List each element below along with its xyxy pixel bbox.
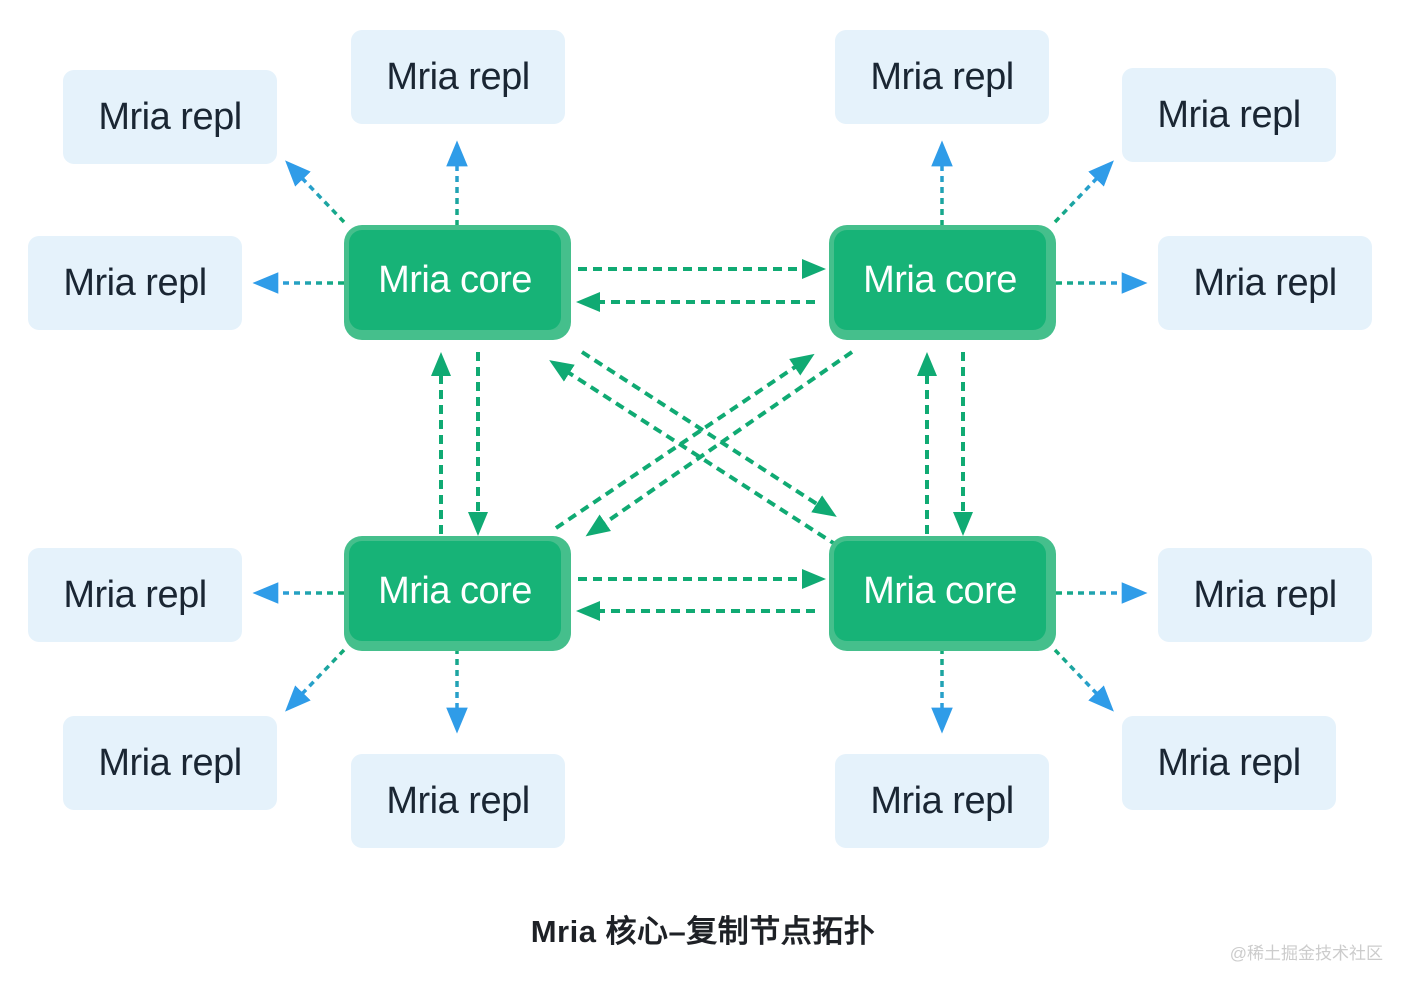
node-label: Mria core — [378, 569, 532, 612]
node-core-bottom-right: Mria core — [829, 536, 1056, 651]
node-label: Mria repl — [63, 261, 207, 304]
watermark-text: @稀土掘金技术社区 — [1229, 944, 1383, 963]
node-label: Mria core — [863, 569, 1017, 612]
node-repl-right-lower: Mria repl — [1158, 548, 1372, 642]
edge-core-repl — [1053, 648, 1114, 712]
edge-core-core — [554, 353, 815, 530]
node-repl-left-lower: Mria repl — [28, 548, 242, 642]
node-label: Mria repl — [1193, 261, 1337, 304]
node-label: Mria repl — [1157, 93, 1301, 136]
node-repl-left-upper: Mria repl — [28, 236, 242, 330]
node-label: Mria repl — [1193, 573, 1337, 616]
node-label: Mria repl — [98, 95, 242, 138]
node-repl-top-inner-right: Mria repl — [835, 30, 1049, 124]
node-label: Mria repl — [870, 55, 1014, 98]
node-label: Mria core — [863, 258, 1017, 301]
edge-core-core — [585, 350, 854, 537]
edge-core-repl — [285, 648, 346, 712]
edge-core-repl — [1053, 160, 1114, 224]
node-label: Mria repl — [63, 573, 207, 616]
diagram-caption: Mria 核心–复制节点拓扑 — [530, 914, 876, 949]
node-repl-bottom-inner-left: Mria repl — [351, 754, 565, 848]
edge-core-core — [549, 360, 840, 548]
node-label: Mria repl — [386, 55, 530, 98]
node-core-top-left: Mria core — [344, 225, 571, 340]
node-label: Mria core — [378, 258, 532, 301]
node-repl-corner-bottom-right: Mria repl — [1122, 716, 1336, 810]
node-repl-corner-top-left: Mria repl — [63, 70, 277, 164]
edge-core-core — [580, 350, 837, 517]
node-label: Mria repl — [386, 779, 530, 822]
node-core-bottom-left: Mria core — [344, 536, 571, 651]
node-core-top-right: Mria core — [829, 225, 1056, 340]
node-repl-top-inner-left: Mria repl — [351, 30, 565, 124]
node-repl-bottom-inner-right: Mria repl — [835, 754, 1049, 848]
node-label: Mria repl — [98, 741, 242, 784]
node-label: Mria repl — [1157, 741, 1301, 784]
node-repl-corner-top-right: Mria repl — [1122, 68, 1336, 162]
node-label: Mria repl — [870, 779, 1014, 822]
edge-core-repl — [285, 160, 346, 224]
node-repl-corner-bottom-left: Mria repl — [63, 716, 277, 810]
node-repl-right-upper: Mria repl — [1158, 236, 1372, 330]
